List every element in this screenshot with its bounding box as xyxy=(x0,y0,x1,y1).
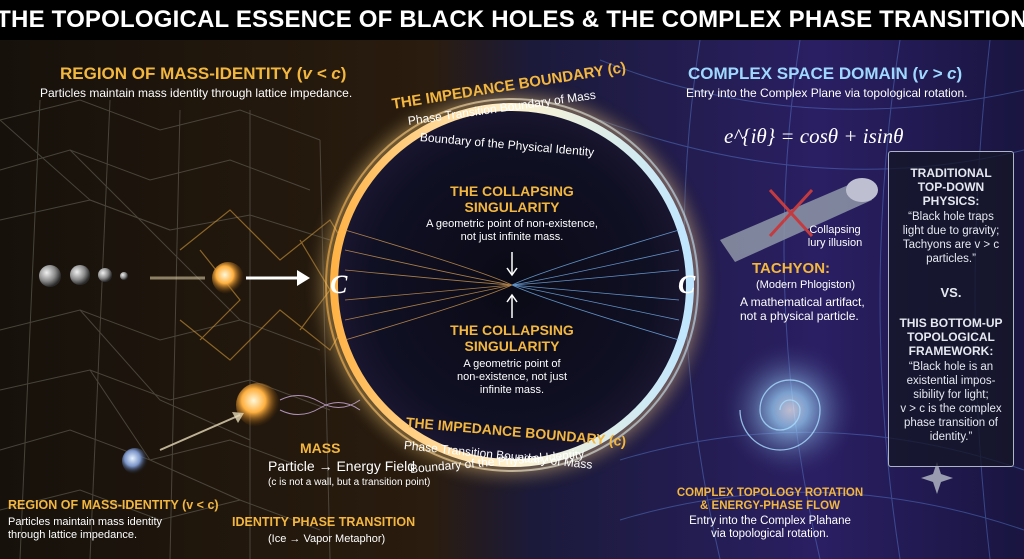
new-quote-5: phase transition of xyxy=(904,417,998,429)
left-region-heading-suffix: ) xyxy=(340,64,347,83)
mass-title: MASS xyxy=(300,440,341,456)
mass-line2: (c is not a wall, but a transition point… xyxy=(268,477,431,488)
trad-quote-3: Tachyons are v > c xyxy=(902,239,1000,251)
c-right-label: C xyxy=(678,270,696,299)
rotation-desc: Entry into the Complex Plahane via topol… xyxy=(660,515,880,541)
tachyon-illusion-line2: lury illusion xyxy=(807,237,863,249)
phase-transition-title: IDENTITY PHASE TRANSITION xyxy=(232,515,416,529)
new-quote-6: identity.” xyxy=(929,431,973,443)
trad-quote-2: light due to gravity; xyxy=(902,225,1000,237)
bottom-left-heading: REGION OF MASS-IDENTITY (v < c) xyxy=(8,498,219,512)
trad-heading-3: PHYSICS: xyxy=(922,194,980,208)
tachyon-subtitle: (Modern Phlogiston) xyxy=(756,279,856,291)
right-region-heading-math: v > c xyxy=(918,64,957,83)
left-region-subtitle: Particles maintain mass identity through… xyxy=(40,86,353,100)
page-title: THE TOPOLOGICAL ESSENCE OF BLACK HOLES &… xyxy=(0,6,1024,33)
tachyon-desc-line1: A mathematical artifact, xyxy=(740,295,865,309)
mass-line1: Particle → Energy Field xyxy=(268,458,416,474)
singularity-bottom-title-line2: SINGULARITY xyxy=(464,338,560,354)
singularity-bottom-desc-line3: infinite mass. xyxy=(479,384,545,396)
euler-formula: e^{iθ} = cosθ + isinθ xyxy=(724,124,904,148)
singularity-top-title: THE COLLAPSING SINGULARITY xyxy=(412,183,612,215)
bottom-left-desc: Particles maintain mass identity through… xyxy=(8,516,162,542)
right-region-heading: COMPLEX SPACE DOMAIN (v > c) xyxy=(688,64,962,84)
tachyon-desc: A mathematical artifact, not a physical … xyxy=(740,295,865,323)
new-quote-2: existential impos- xyxy=(906,375,996,387)
tachyon-title: TACHYON: xyxy=(752,260,831,277)
c-left-label: C xyxy=(330,270,348,299)
left-region-heading: REGION OF MASS-IDENTITY (v < c) xyxy=(60,64,346,84)
right-region-subtitle: Entry into the Complex Plane via topolog… xyxy=(686,86,968,100)
rotation-title-line2: & ENERGY-PHASE FLOW xyxy=(700,500,840,512)
vs-label: VS. xyxy=(940,285,962,300)
singularity-bottom-desc: A geometric point of non-existence, not … xyxy=(412,358,612,397)
bottom-left-line1: Particles maintain mass identity xyxy=(8,516,163,528)
rotation-title-line1: COMPLEX TOPOLOGY ROTATION xyxy=(676,487,864,499)
title-bar: THE TOPOLOGICAL ESSENCE OF BLACK HOLES &… xyxy=(0,0,1024,40)
singularity-top-title-line1: THE COLLAPSING xyxy=(450,183,574,199)
singularity-bottom-title-line1: THE COLLAPSING xyxy=(450,322,574,338)
new-quote-3: sibility for light; xyxy=(913,389,989,401)
trad-heading-1: TRADITIONAL xyxy=(910,166,992,180)
singularity-top-desc-line2: not just infinite mass. xyxy=(460,231,564,243)
singularity-bottom-desc-line1: A geometric point of xyxy=(463,358,561,370)
phase-transition-subtitle: (Ice → Vapor Metaphor) xyxy=(268,533,386,545)
bottom-left-line2: through lattice impedance. xyxy=(8,529,138,541)
singularity-bottom-desc-line2: non-existence, not just xyxy=(456,371,568,383)
tachyon-illusion: Collapsing lury illusion xyxy=(790,224,880,250)
rotation-line1: Entry into the Complex Plahane xyxy=(689,515,851,527)
trad-quote-4: particles.” xyxy=(926,253,976,265)
new-heading-1: THIS BOTTOM-UP xyxy=(899,316,1003,330)
trad-heading-2: TOP-DOWN xyxy=(917,180,985,194)
new-quote-1: “Black hole is an xyxy=(908,361,994,373)
tachyon-desc-line2: not a physical particle. xyxy=(740,309,859,323)
left-region-heading-prefix: REGION OF MASS-IDENTITY ( xyxy=(60,64,303,83)
singularity-top-desc: A geometric point of non-existence, not … xyxy=(402,218,622,244)
right-region-heading-prefix: COMPLEX SPACE DOMAIN ( xyxy=(688,64,919,83)
singularity-top-title-line2: SINGULARITY xyxy=(464,199,560,215)
comparison-panel: TRADITIONAL TOP-DOWN PHYSICS: “Black hol… xyxy=(888,151,1014,467)
singularity-bottom-title: THE COLLAPSING SINGULARITY xyxy=(412,322,612,354)
new-heading-2: TOPOLOGICAL xyxy=(907,330,995,344)
rotation-line2: via topological rotation. xyxy=(711,528,829,540)
trad-quote-1: “Black hole traps xyxy=(908,211,994,223)
new-quote-4: v > c is the complex xyxy=(900,403,1002,415)
left-region-heading-math: v < c xyxy=(302,64,341,83)
tachyon-illusion-line1: Collapsing xyxy=(809,224,861,236)
rotation-title: COMPLEX TOPOLOGY ROTATION & ENERGY-PHASE… xyxy=(660,487,880,513)
right-region-heading-suffix: ) xyxy=(956,64,963,83)
singularity-top-desc-line1: A geometric point of non-existence, xyxy=(426,218,598,230)
new-heading-3: FRAMEWORK: xyxy=(908,344,994,358)
